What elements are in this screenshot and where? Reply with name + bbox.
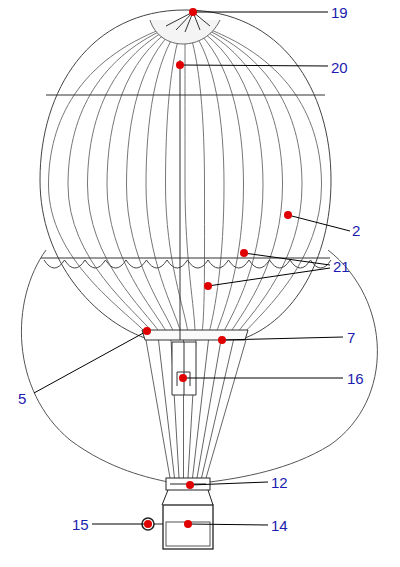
gore-line	[197, 28, 263, 333]
band-line	[46, 95, 325, 96]
skirt	[172, 342, 196, 395]
callout-number: 5	[18, 391, 26, 406]
callout-number: 14	[271, 518, 288, 533]
gore-line	[203, 28, 302, 333]
basket	[163, 505, 213, 549]
gore-line	[146, 28, 181, 333]
gore-line	[49, 28, 165, 333]
gore-line	[188, 28, 205, 333]
callout-number: 12	[271, 475, 288, 490]
gore-line	[107, 28, 173, 333]
callout-number: 21	[333, 259, 350, 274]
callout-number: 15	[72, 517, 89, 532]
envelope	[40, 10, 331, 338]
band-line	[41, 258, 330, 259]
gore-line	[194, 28, 244, 333]
crown-lines	[166, 12, 210, 32]
load-line	[206, 340, 246, 478]
center-line	[180, 60, 181, 340]
gore-line	[200, 28, 283, 333]
scallop-line	[44, 260, 331, 268]
callout-number: 2	[352, 223, 360, 238]
callout-number: 7	[347, 330, 355, 345]
gore-line	[185, 28, 195, 333]
callout-number: 16	[347, 371, 364, 386]
gore-line	[206, 28, 322, 333]
callout-number: 19	[331, 5, 348, 20]
throat-band	[142, 330, 248, 340]
gore-line	[191, 28, 224, 333]
callout-dots	[143, 8, 292, 528]
gore-line	[127, 28, 177, 333]
callout-number: 20	[331, 60, 348, 75]
load-line	[202, 340, 234, 478]
drape-line	[210, 250, 377, 482]
